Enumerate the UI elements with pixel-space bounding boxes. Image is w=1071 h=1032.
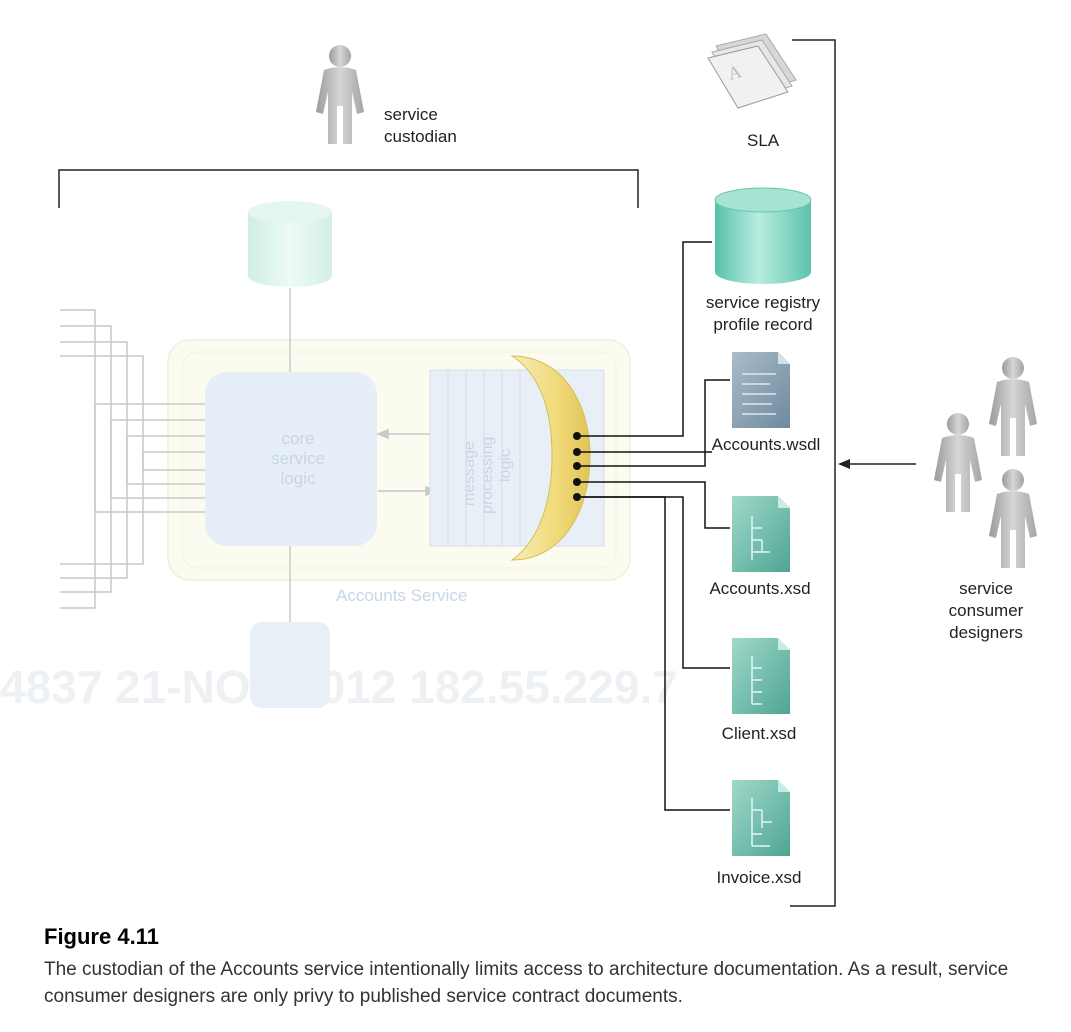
- invoice-xsd-document-icon: [732, 780, 790, 856]
- consumer-label-1: service: [959, 579, 1013, 598]
- consumer-person-icon-3: [989, 469, 1037, 568]
- faded-database-icon: [248, 201, 332, 287]
- consumer-label-3: designers: [949, 623, 1023, 642]
- msg-label-2: processing: [479, 437, 496, 514]
- accounts-xsd-label: Accounts.xsd: [709, 579, 810, 598]
- core-label-1: core: [281, 429, 314, 448]
- custodian-label-2: custodian: [384, 127, 457, 146]
- message-flow-arrows: [375, 428, 439, 497]
- core-label-3: logic: [281, 469, 316, 488]
- core-label-2: service: [271, 449, 325, 468]
- contract-connection-lines: [577, 241, 730, 811]
- consumer-label-2: consumer: [949, 601, 1024, 620]
- accounts-service-inner-border: [181, 351, 617, 569]
- custodian-bracket: [58, 169, 639, 208]
- msg-label-1: message: [461, 441, 478, 506]
- accounts-xsd-document-icon: [732, 496, 790, 572]
- core-service-logic-box: [205, 372, 377, 546]
- figure-caption-text: The custodian of the Accounts service in…: [44, 959, 1009, 1007]
- watermark-text: 4837 21-NOV-2012 182.55.229.7: [0, 661, 678, 713]
- published-documents-bracket: [790, 39, 836, 907]
- service-registry-database-icon: [714, 187, 812, 284]
- figure-caption-title: Figure 4.11: [44, 924, 159, 949]
- client-xsd-label: Client.xsd: [722, 724, 797, 743]
- accounts-service-label: Accounts Service: [336, 586, 467, 605]
- sla-document-icon: A: [707, 33, 797, 109]
- client-xsd-document-icon: [732, 638, 790, 714]
- registry-label-1: service registry: [706, 293, 821, 312]
- registry-label-2: profile record: [713, 315, 812, 334]
- msg-label-3: logic: [497, 449, 514, 482]
- custodian-label-1: service: [384, 105, 438, 124]
- wsdl-label: Accounts.wsdl: [712, 435, 821, 454]
- faded-lower-box: [250, 622, 330, 708]
- sla-label: SLA: [747, 131, 780, 150]
- svg-text:A: A: [726, 61, 744, 84]
- service-contract-shell: [510, 355, 591, 561]
- custodian-person-icon: [316, 45, 364, 144]
- wsdl-document-icon: [732, 352, 790, 428]
- consumer-arrow-head: [838, 459, 850, 469]
- left-connector-lines: [60, 309, 205, 609]
- consumer-person-icon-1: [989, 357, 1037, 456]
- contract-connection-dots: [573, 432, 581, 501]
- consumer-person-icon-2: [934, 413, 982, 512]
- invoice-xsd-label: Invoice.xsd: [716, 868, 801, 887]
